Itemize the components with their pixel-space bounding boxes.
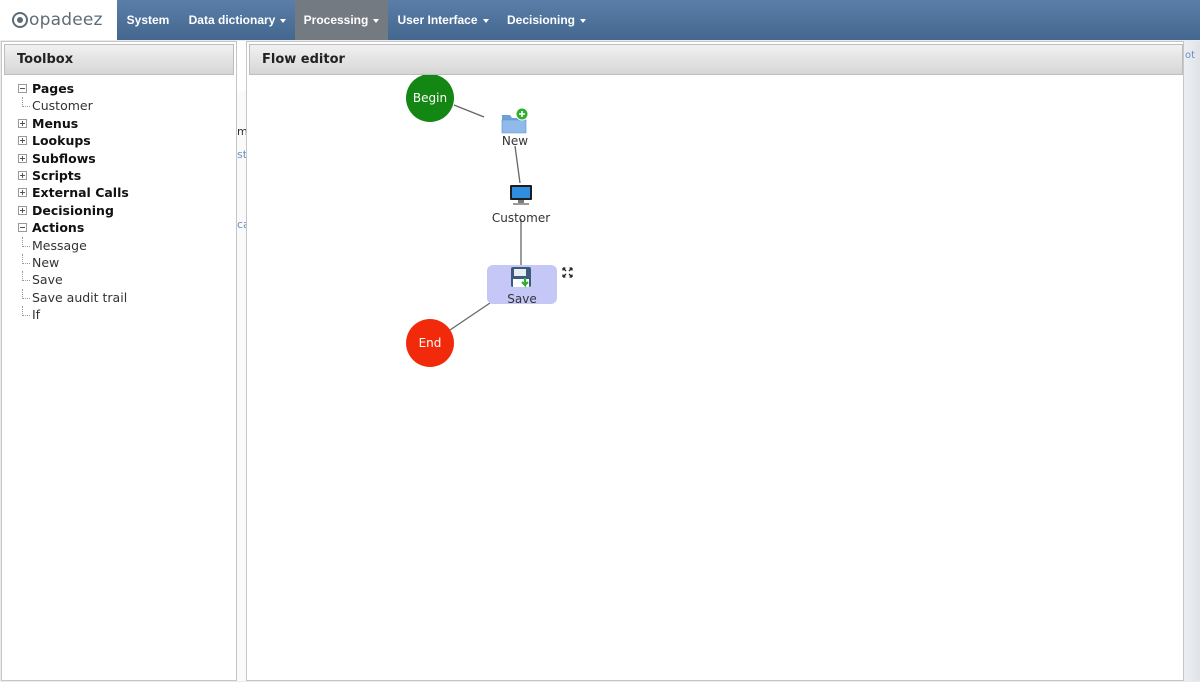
nav-processing[interactable]: Processing xyxy=(295,0,388,40)
tree-item-label: If xyxy=(32,307,41,323)
tree-expand-icon[interactable] xyxy=(18,170,27,180)
flow-node-customer[interactable]: Customer xyxy=(492,185,550,225)
tree-collapse-icon[interactable] xyxy=(18,84,27,93)
background-text-fragment: m xyxy=(237,125,246,138)
tree-group-label: Actions xyxy=(32,220,85,236)
background-link-fragment: ca xyxy=(237,218,246,231)
nav-processing-label: Processing xyxy=(303,13,369,27)
chevron-down-icon xyxy=(373,18,380,23)
nav-decisioning[interactable]: Decisioning xyxy=(498,0,595,40)
tree-item-label: Save audit trail xyxy=(32,289,128,305)
chevron-down-icon xyxy=(580,18,586,23)
floppy-disk-icon xyxy=(511,267,531,288)
monitor-icon xyxy=(510,185,532,205)
tree-group-scripts[interactable]: Scripts xyxy=(2,167,236,184)
nav-decisioning-label: Decisioning xyxy=(506,13,575,27)
new-node-label: New xyxy=(502,134,528,148)
chevron-down-icon xyxy=(482,18,489,23)
flow-node-save[interactable]: Save xyxy=(487,265,557,306)
flow-node-end[interactable]: End xyxy=(406,319,454,367)
tree-item-action-new[interactable]: New xyxy=(2,253,236,271)
end-node-circle xyxy=(406,319,454,367)
nav-data-dictionary[interactable]: Data dictionary xyxy=(180,0,295,40)
flow-connector xyxy=(514,145,521,184)
tree-group-external-calls[interactable]: External Calls xyxy=(2,184,236,201)
tree-group-pages[interactable]: Pages xyxy=(2,80,236,97)
tree-item-action-if[interactable]: If xyxy=(2,306,236,323)
tree-item-label: Save xyxy=(32,272,63,288)
tree-group-label: Menus xyxy=(32,115,79,131)
nav-data-dictionary-label: Data dictionary xyxy=(188,13,276,27)
tree-group-label: External Calls xyxy=(32,185,129,201)
chevron-down-icon xyxy=(280,18,287,23)
tree-item-action-message[interactable]: Message xyxy=(2,236,236,254)
end-node-label: End xyxy=(419,336,442,350)
background-link-fragment: st xyxy=(237,148,246,161)
tree-expand-icon[interactable] xyxy=(18,205,27,215)
tree-item-label: Message xyxy=(32,237,87,253)
tree-group-decisioning[interactable]: Decisioning xyxy=(2,202,236,219)
tree-group-label: Subflows xyxy=(32,150,96,166)
tree-branch-line xyxy=(22,253,30,264)
tree-item-label: Customer xyxy=(32,98,93,114)
background-page-fragment: m st ca xyxy=(237,41,246,681)
flow-connector xyxy=(449,302,491,331)
nav-user-interface-label: User Interface xyxy=(397,13,478,27)
flow-node-begin[interactable]: Begin xyxy=(406,74,454,122)
tree-expand-icon[interactable] xyxy=(18,153,27,163)
tree-expand-icon[interactable] xyxy=(18,188,27,198)
save-node-label: Save xyxy=(507,292,536,306)
tree-branch-line xyxy=(22,236,30,247)
expand-icon[interactable] xyxy=(562,267,573,278)
flow-connector xyxy=(453,104,485,118)
nav-system-label: System xyxy=(126,13,170,27)
tree-branch-line xyxy=(22,288,30,299)
customer-node-label: Customer xyxy=(492,211,550,225)
tree-group-label: Decisioning xyxy=(32,202,114,218)
brand-logo[interactable]: opadeez xyxy=(0,0,117,40)
background-link-fragment: ot xyxy=(1185,50,1196,61)
tree-branch-line xyxy=(22,306,30,317)
tree-group-actions[interactable]: Actions xyxy=(2,219,236,236)
begin-node-label: Begin xyxy=(413,91,447,105)
toolbox-tree: Pages Customer Menus Lookups Subflows Sc… xyxy=(2,80,236,323)
flow-node-new[interactable]: New xyxy=(501,107,529,148)
flow-editor-header: Flow editor xyxy=(249,44,1183,75)
tree-collapse-icon[interactable] xyxy=(18,223,27,233)
tree-item-page-customer[interactable]: Customer xyxy=(2,97,236,114)
tree-branch-line xyxy=(22,271,30,282)
flow-canvas[interactable]: Begin New Customer xyxy=(247,42,1185,682)
tree-group-subflows[interactable]: Subflows xyxy=(2,150,236,167)
toolbox-panel: Toolbox Pages Customer Menus Lookups Sub… xyxy=(1,41,237,681)
tree-expand-icon[interactable] xyxy=(18,136,27,146)
background-page-fragment-right: ot xyxy=(1184,41,1200,681)
nav-system[interactable]: System xyxy=(117,0,179,40)
tree-item-label: New xyxy=(32,254,60,270)
tree-group-label: Lookups xyxy=(32,133,91,149)
tree-group-label: Scripts xyxy=(32,167,82,183)
flow-editor-panel: Begin New Customer xyxy=(246,41,1184,681)
tree-group-menus[interactable]: Menus xyxy=(2,115,236,132)
begin-node-circle xyxy=(406,74,454,122)
toolbox-header: Toolbox xyxy=(4,44,234,75)
brand-name: opadeez xyxy=(29,10,103,30)
folder-add-icon xyxy=(501,107,529,134)
tree-group-label: Pages xyxy=(32,81,75,96)
tree-expand-icon[interactable] xyxy=(18,118,27,128)
tree-branch-line xyxy=(22,97,30,108)
brand-logo-icon xyxy=(12,12,28,28)
tree-item-action-save-audit-trail[interactable]: Save audit trail xyxy=(2,288,236,306)
tree-item-action-save[interactable]: Save xyxy=(2,271,236,288)
top-navbar: opadeez System Data dictionary Processin… xyxy=(0,0,1200,40)
nav-user-interface[interactable]: User Interface xyxy=(388,0,498,40)
tree-group-lookups[interactable]: Lookups xyxy=(2,132,236,149)
